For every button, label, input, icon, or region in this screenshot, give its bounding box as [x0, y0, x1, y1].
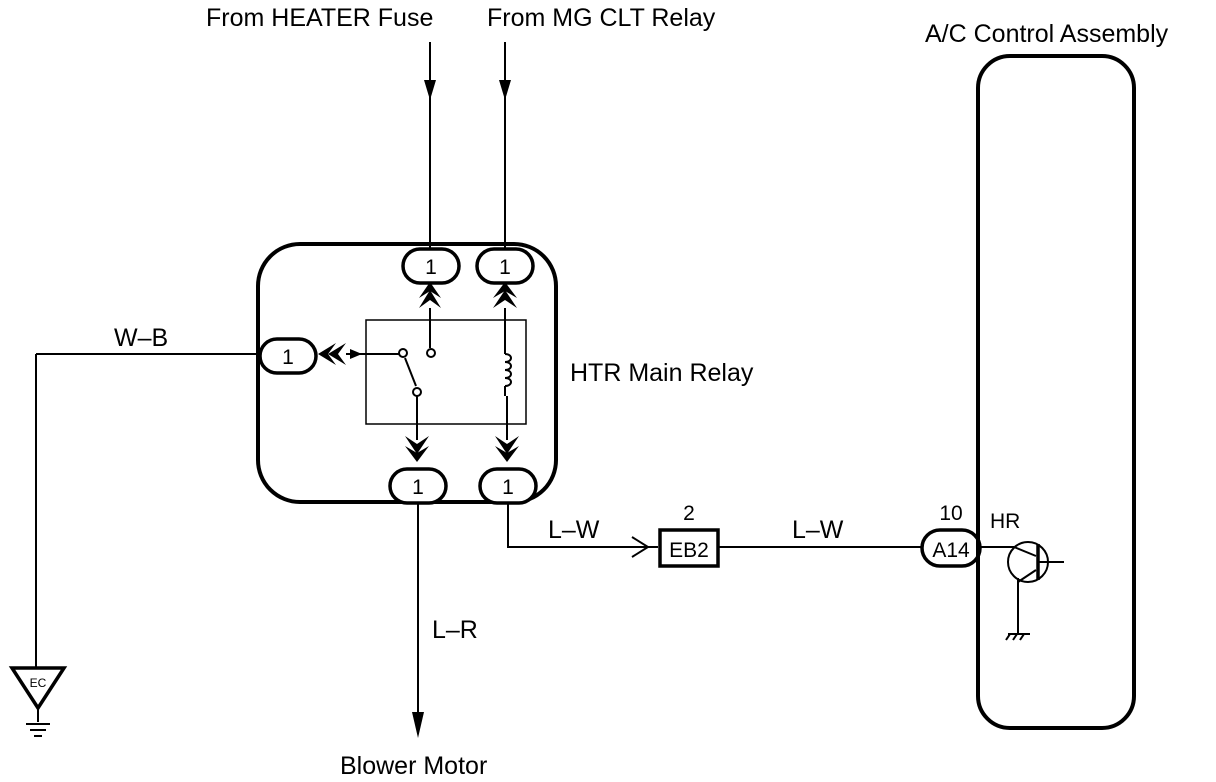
- ac-terminal-hr: HR: [990, 510, 1020, 533]
- ground-ec-label: EC: [30, 676, 47, 690]
- from-mg-clt-relay-label: From MG CLT Relay: [487, 4, 716, 32]
- wire-color-l-w-relay: L–W: [548, 516, 600, 544]
- l-w-relay-wire: [507, 503, 658, 558]
- ac-control-assembly-label: A/C Control Assembly: [925, 20, 1169, 48]
- relay-pin-top-right: 1: [475, 247, 535, 285]
- relay-pin-bottom-right: 1: [478, 467, 538, 505]
- a14-connector: A14: [920, 528, 982, 568]
- connector-chevron-bottom-left: [405, 436, 429, 462]
- relay-pin-left-number: 1: [282, 346, 294, 369]
- l-r-blower-wire: [412, 503, 424, 738]
- wire-color-l-r: L–R: [432, 616, 478, 644]
- a14-pin-number: 10: [939, 502, 962, 525]
- heater-fuse-wire: [424, 42, 436, 250]
- ground-ec-symbol: EC: [8, 666, 68, 737]
- eb2-connector: EB2: [658, 528, 720, 568]
- connector-chevron-top-left: [419, 282, 441, 308]
- eb2-connector-code: EB2: [669, 539, 709, 562]
- relay-pin-bottom-left-number: 1: [412, 476, 424, 499]
- relay-pin-bottom-right-number: 1: [502, 476, 514, 499]
- relay-inner-box: [365, 319, 527, 425]
- relay-pin-top-left: 1: [401, 247, 461, 285]
- wire-color-w-b: W–B: [114, 324, 168, 352]
- eb2-pin-number: 2: [683, 502, 695, 525]
- relay-pin-bottom-left: 1: [388, 467, 448, 505]
- transistor-icon: [980, 541, 1064, 641]
- relay-pin-top-left-number: 1: [425, 256, 437, 279]
- from-heater-fuse-label: From HEATER Fuse: [206, 4, 433, 32]
- wire-color-l-w-ac: L–W: [792, 516, 844, 544]
- relay-pin-left: 1: [258, 337, 318, 375]
- w-b-ground-wire: [35, 353, 260, 668]
- relay-coil: [504, 308, 512, 440]
- relay-pin-top-right-number: 1: [499, 256, 511, 279]
- mg-clt-relay-wire: [499, 42, 511, 250]
- connector-chevron-bottom-right: [495, 436, 519, 462]
- blower-motor-label: Blower Motor: [340, 752, 487, 780]
- relay-switch: [346, 308, 436, 440]
- connector-chevron-top-right: [493, 282, 517, 308]
- ac-control-assembly-box: [976, 54, 1136, 730]
- a14-connector-code: A14: [932, 539, 970, 562]
- connector-chevron-left: [318, 343, 346, 365]
- htr-main-relay-label: HTR Main Relay: [570, 359, 754, 387]
